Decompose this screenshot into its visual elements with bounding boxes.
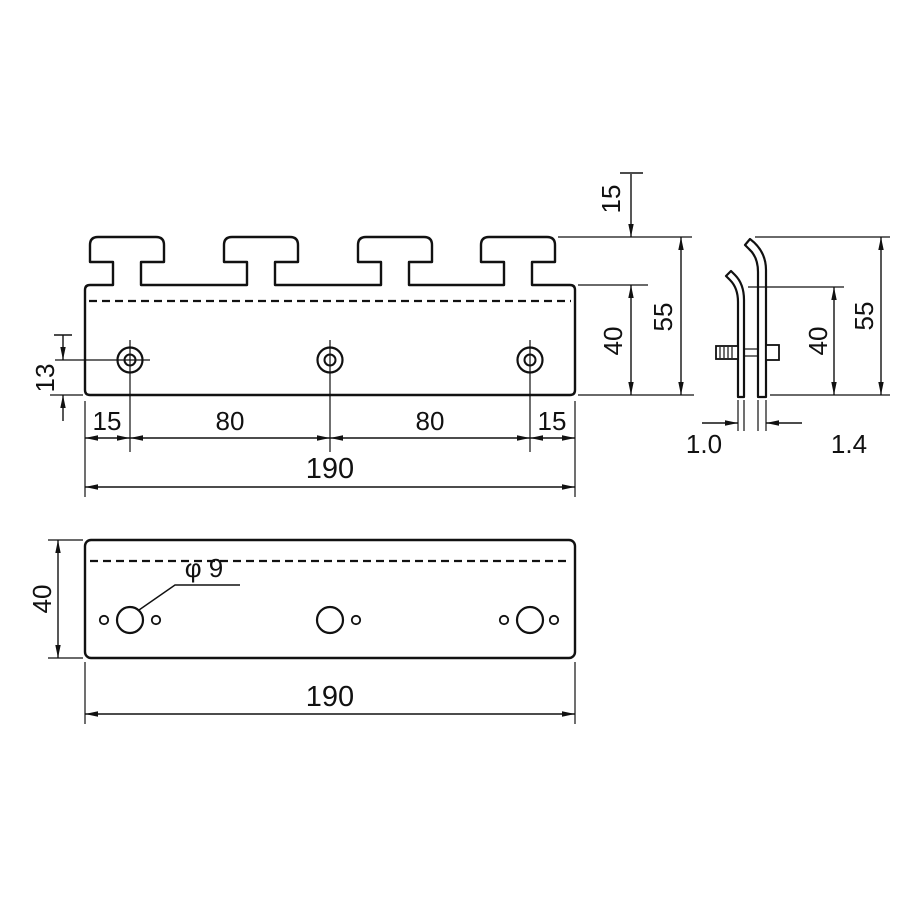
dim-label-right-margin: 15 (538, 406, 567, 436)
top-dimension-labels: 40 φ 9 190 (27, 553, 354, 713)
stud-nut (765, 344, 780, 361)
dim-label-depth: 40 (27, 585, 57, 614)
dim-label-hole-diameter: φ 9 (185, 553, 224, 583)
side-dimension-lines (702, 237, 884, 426)
dim-label-plate-thickness: 1.0 (686, 429, 722, 459)
hole-small (498, 614, 510, 626)
dim-label-total-width: 190 (306, 681, 354, 713)
top-outline (83, 538, 577, 660)
top-view: 40 φ 9 190 (27, 538, 577, 724)
side-hook-plate (743, 237, 768, 399)
side-dimension-labels: 55 40 1.0 1.4 (686, 302, 879, 459)
front-outline (83, 235, 577, 397)
dim-label-total-height: 55 (648, 303, 678, 332)
dim-label-hook-thickness: 1.4 (831, 429, 867, 459)
hole-small (98, 614, 110, 626)
front-dimension-lines (54, 172, 684, 490)
side-front-plate (724, 269, 746, 399)
front-center-lines (55, 340, 531, 452)
hole-small (548, 614, 560, 626)
side-extension-lines (737, 236, 890, 431)
dim-label-body-height: 40 (598, 327, 628, 356)
dim-label-pitch-left: 80 (216, 406, 245, 436)
hole-small (350, 614, 362, 626)
dim-label-body-height: 40 (803, 327, 833, 356)
top-holes (98, 605, 560, 635)
dim-label-total-height: 55 (849, 302, 879, 331)
dim-label-left-margin: 15 (93, 406, 122, 436)
hole-small (150, 614, 162, 626)
front-extension-lines (50, 236, 694, 497)
hole-large (515, 605, 545, 635)
hole-large (315, 605, 345, 635)
front-dimension-labels: 15 55 40 13 15 80 80 15 190 (30, 185, 678, 485)
side-stud (715, 344, 780, 361)
dim-label-pitch-right: 80 (416, 406, 445, 436)
side-view: 55 40 1.0 1.4 (686, 236, 890, 459)
hole-large (115, 605, 145, 635)
dim-label-hole-offset: 13 (30, 364, 60, 393)
hole-diameter-leader-line (138, 584, 240, 611)
front-view: 15 55 40 13 15 80 80 15 190 (30, 172, 694, 497)
dim-label-tab-height: 15 (596, 185, 626, 214)
top-dimension-lines (55, 540, 575, 717)
stud-threaded-shaft (715, 345, 739, 360)
dim-label-total-width: 190 (306, 453, 354, 485)
